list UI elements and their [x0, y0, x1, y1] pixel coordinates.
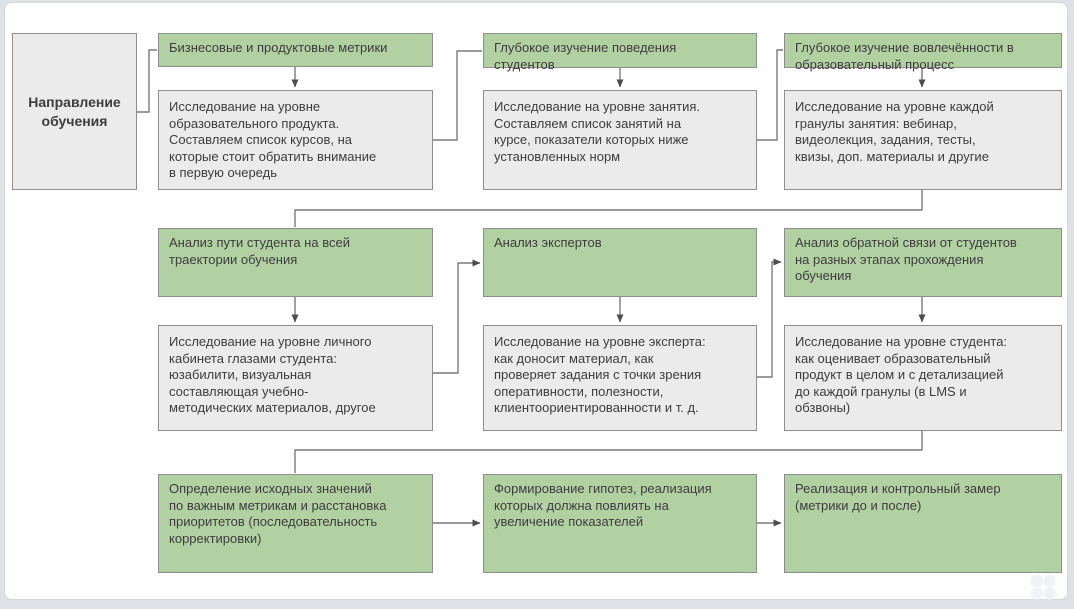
node-label: Исследование на уровне студента: как оце… — [795, 334, 1008, 415]
node-expert-level-research[interactable]: Исследование на уровне эксперта: как дон… — [483, 325, 757, 431]
node-label: Анализ экспертов — [494, 235, 602, 250]
node-label: Бизнесовые и продуктовые метрики — [169, 40, 388, 55]
node-lesson-level-research[interactable]: Исследование на уровне занятия. Составля… — [483, 90, 757, 190]
node-label: Исследование на уровне эксперта: как дон… — [494, 334, 706, 415]
node-label: Глубокое изучение вовлечённости в образо… — [795, 40, 1014, 72]
node-label: Исследование на уровне каждой гранулы за… — [795, 99, 994, 164]
node-student-feedback-analysis[interactable]: Анализ обратной связи от студентов на ра… — [784, 228, 1062, 297]
node-label: Определение исходных значений по важным … — [169, 481, 387, 546]
node-implementation-control[interactable]: Реализация и контрольный замер (метрики … — [784, 474, 1062, 573]
watermark-icon — [1030, 574, 1056, 600]
node-label: Исследование на уровне занятия. Составля… — [494, 99, 701, 164]
node-granule-level-research[interactable]: Исследование на уровне каждой гранулы за… — [784, 90, 1062, 190]
node-expert-analysis[interactable]: Анализ экспертов — [483, 228, 757, 297]
node-label: Формирование гипотез, реализация которых… — [494, 481, 712, 529]
node-hypothesis-formation[interactable]: Формирование гипотез, реализация которых… — [483, 474, 757, 573]
node-engagement-study[interactable]: Глубокое изучение вовлечённости в образо… — [784, 33, 1062, 72]
node-label: Реализация и контрольный замер (метрики … — [795, 481, 1001, 513]
node-personal-account-research[interactable]: Исследование на уровне личного кабинета … — [158, 325, 433, 431]
node-product-level-research[interactable]: Исследование на уровне образовательного … — [158, 90, 433, 190]
node-student-level-research[interactable]: Исследование на уровне студента: как оце… — [784, 325, 1062, 431]
node-label: Анализ пути студента на всей траектории … — [169, 235, 350, 267]
node-business-product-metrics[interactable]: Бизнесовые и продуктовые метрики — [158, 33, 433, 67]
node-label: Направление обучения — [28, 93, 121, 129]
node-label: Глубокое изучение поведения студентов — [494, 40, 677, 72]
node-student-journey-analysis[interactable]: Анализ пути студента на всей траектории … — [158, 228, 433, 297]
node-student-behavior-study[interactable]: Глубокое изучение поведения студентов — [483, 33, 757, 72]
node-direction-of-learning[interactable]: Направление обучения — [12, 33, 137, 190]
node-label: Анализ обратной связи от студентов на ра… — [795, 235, 1017, 283]
node-label: Исследование на уровне личного кабинета … — [169, 334, 376, 415]
node-baseline-metrics-priorities[interactable]: Определение исходных значений по важным … — [158, 474, 433, 573]
node-label: Исследование на уровне образовательного … — [169, 99, 377, 180]
